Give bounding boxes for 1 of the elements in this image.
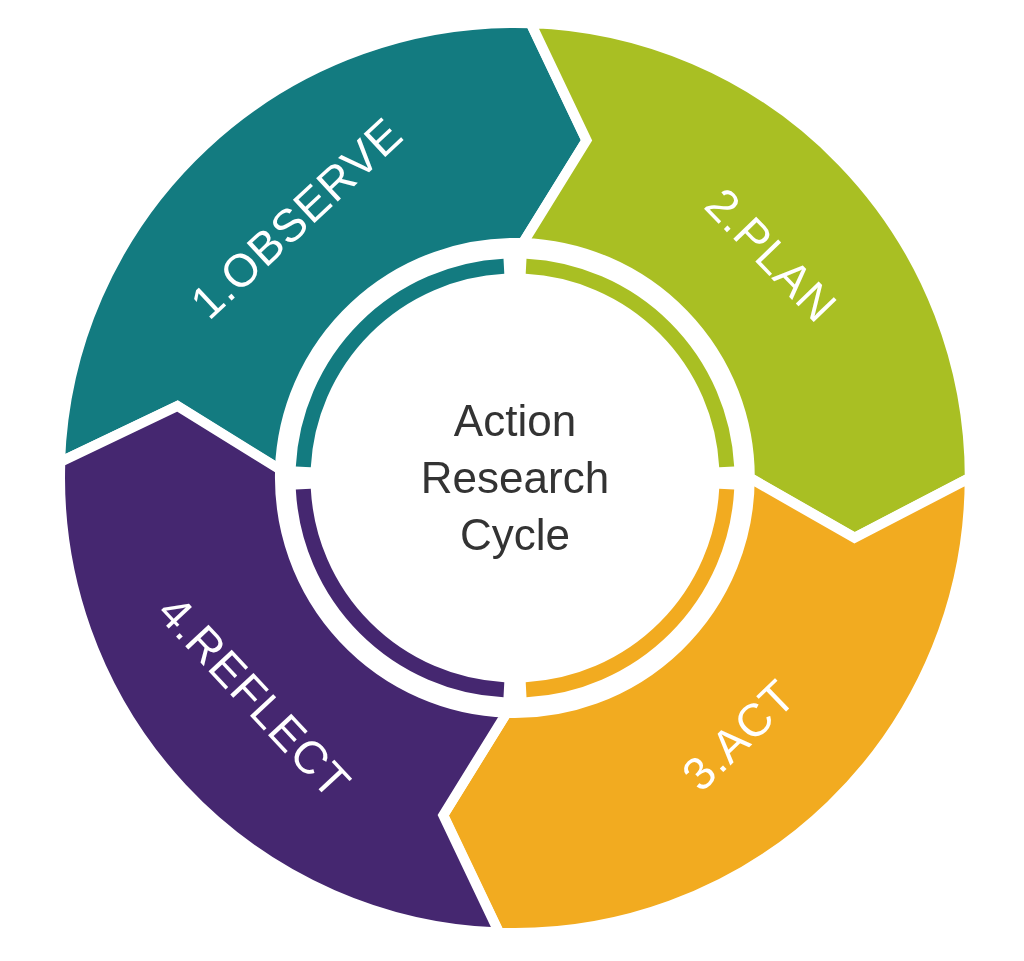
center-title: Action Research Cycle bbox=[419, 395, 611, 562]
